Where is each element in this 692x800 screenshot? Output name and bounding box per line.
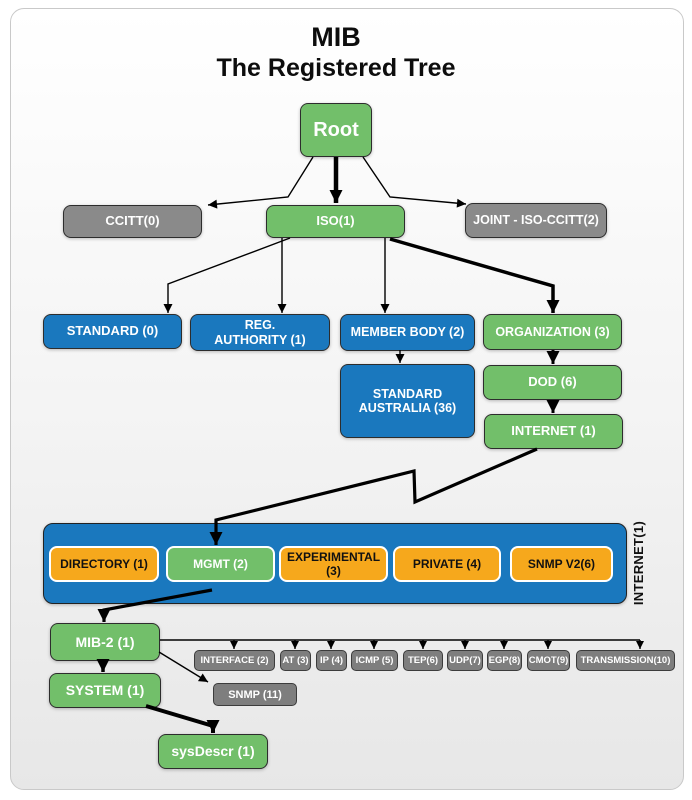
node-interface: INTERFACE (2) [194, 650, 275, 671]
node-standard-australia: STANDARD AUSTRALIA (36) [340, 364, 475, 438]
node-mib2: MIB-2 (1) [50, 623, 160, 661]
node-organization: ORGANIZATION (3) [483, 314, 622, 350]
node-reg-authority: REG. AUTHORITY (1) [190, 314, 330, 351]
node-experimental: EXPERIMENTAL (3) [279, 546, 388, 582]
node-joint-iso-ccitt: JOINT - ISO-CCITT(2) [465, 203, 607, 238]
node-system: SYSTEM (1) [49, 673, 161, 708]
node-at: AT (3) [280, 650, 311, 671]
node-snmp11: SNMP (11) [213, 683, 297, 706]
node-root: Root [300, 103, 372, 157]
node-tep: TEP(6) [403, 650, 443, 671]
node-member-body: MEMBER BODY (2) [340, 314, 475, 351]
internet-group-side-label: INTERNET(1) [631, 520, 646, 606]
diagram-subtitle: The Registered Tree [216, 54, 456, 82]
node-transmission: TRANSMISSION(10) [576, 650, 675, 671]
node-snmp-v2: SNMP V2(6) [510, 546, 613, 582]
node-dod: DOD (6) [483, 365, 622, 400]
node-icmp: ICMP (5) [351, 650, 398, 671]
node-ip: IP (4) [316, 650, 347, 671]
node-private: PRIVATE (4) [393, 546, 501, 582]
node-udp: UDP(7) [447, 650, 483, 671]
node-egp: EGP(8) [487, 650, 522, 671]
node-standard: STANDARD (0) [43, 314, 182, 349]
node-ccitt: CCITT(0) [63, 205, 202, 238]
node-mgmt: MGMT (2) [166, 546, 275, 582]
node-sysdescr: sysDescr (1) [158, 734, 268, 769]
node-internet: INTERNET (1) [484, 414, 623, 449]
node-iso: ISO(1) [266, 205, 405, 238]
node-cmot: CMOT(9) [527, 650, 570, 671]
node-directory: DIRECTORY (1) [49, 546, 159, 582]
internet-group-container: DIRECTORY (1) MGMT (2) EXPERIMENTAL (3) … [43, 523, 627, 604]
diagram-title: MIB [311, 22, 361, 52]
